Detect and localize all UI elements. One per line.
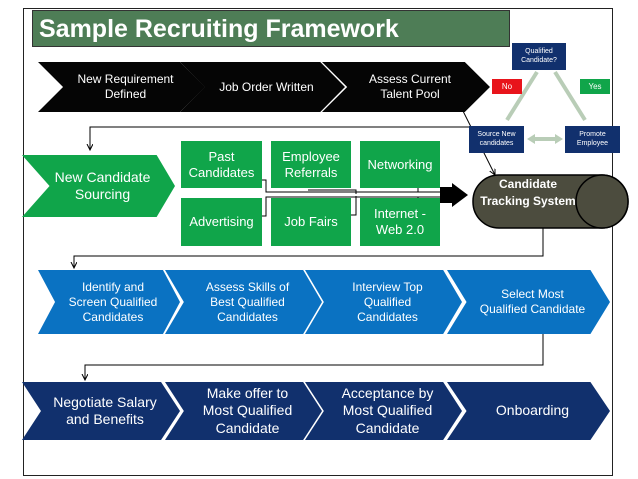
step-label: Assess Current Talent Pool	[368, 72, 452, 101]
step-label: New Candidate Sourcing	[54, 168, 151, 203]
channel-past-candidates: Past Candidates	[181, 141, 262, 188]
step-make-offer: Make offer to Most Qualified Candidate	[165, 382, 322, 440]
step-label: Onboarding	[495, 402, 570, 419]
step-label: Make offer to Most Qualified Candidate	[202, 384, 293, 436]
channel-networking: Networking	[360, 141, 440, 188]
step-assess-talent: Assess Current Talent Pool	[322, 62, 490, 112]
slide-frame	[23, 8, 613, 476]
new-candidate-sourcing: New Candidate Sourcing	[22, 155, 175, 217]
step-label: New Requirement Defined	[77, 72, 174, 101]
step-label: Select Most Qualified Candidate	[479, 287, 586, 316]
step-label: Interview Top Qualified Candidates	[352, 279, 423, 324]
step-negotiate: Negotiate Salary and Benefits	[22, 382, 180, 440]
source-new-box: Source New candidates	[469, 126, 524, 153]
channel-advertising: Advertising	[181, 198, 262, 246]
step-select: Select Most Qualified Candidate	[447, 270, 610, 334]
channel-job-fairs: Job Fairs	[271, 198, 351, 246]
page-title: Sample Recruiting Framework	[32, 10, 510, 47]
step-label: Identify and Screen Qualified Candidates	[68, 279, 158, 324]
step-new-requirement: New Requirement Defined	[38, 62, 205, 112]
channel-employee-referrals: Employee Referrals	[271, 141, 351, 188]
promote-employee-box: Promote Employee	[565, 126, 620, 153]
step-label: Negotiate Salary and Benefits	[53, 393, 157, 428]
step-label: Acceptance by Most Qualified Candidate	[341, 384, 434, 436]
step-assess-skills: Assess Skills of Best Qualified Candidat…	[165, 270, 322, 334]
yes-label: Yes	[580, 79, 610, 94]
step-acceptance: Acceptance by Most Qualified Candidate	[305, 382, 462, 440]
step-job-order: Job Order Written	[180, 62, 345, 112]
qualified-candidate-box: Qualified Candidate?	[512, 43, 566, 70]
step-identify-screen: Identify and Screen Qualified Candidates	[38, 270, 180, 334]
step-label: Assess Skills of Best Qualified Candidat…	[205, 279, 290, 324]
no-label: No	[492, 79, 522, 94]
step-onboarding: Onboarding	[447, 382, 610, 440]
step-label: Job Order Written	[219, 79, 314, 94]
candidate-tracking-system: Candidate Tracking System	[480, 177, 576, 208]
channel-internet: Internet - Web 2.0	[360, 198, 440, 246]
step-interview: Interview Top Qualified Candidates	[305, 270, 462, 334]
